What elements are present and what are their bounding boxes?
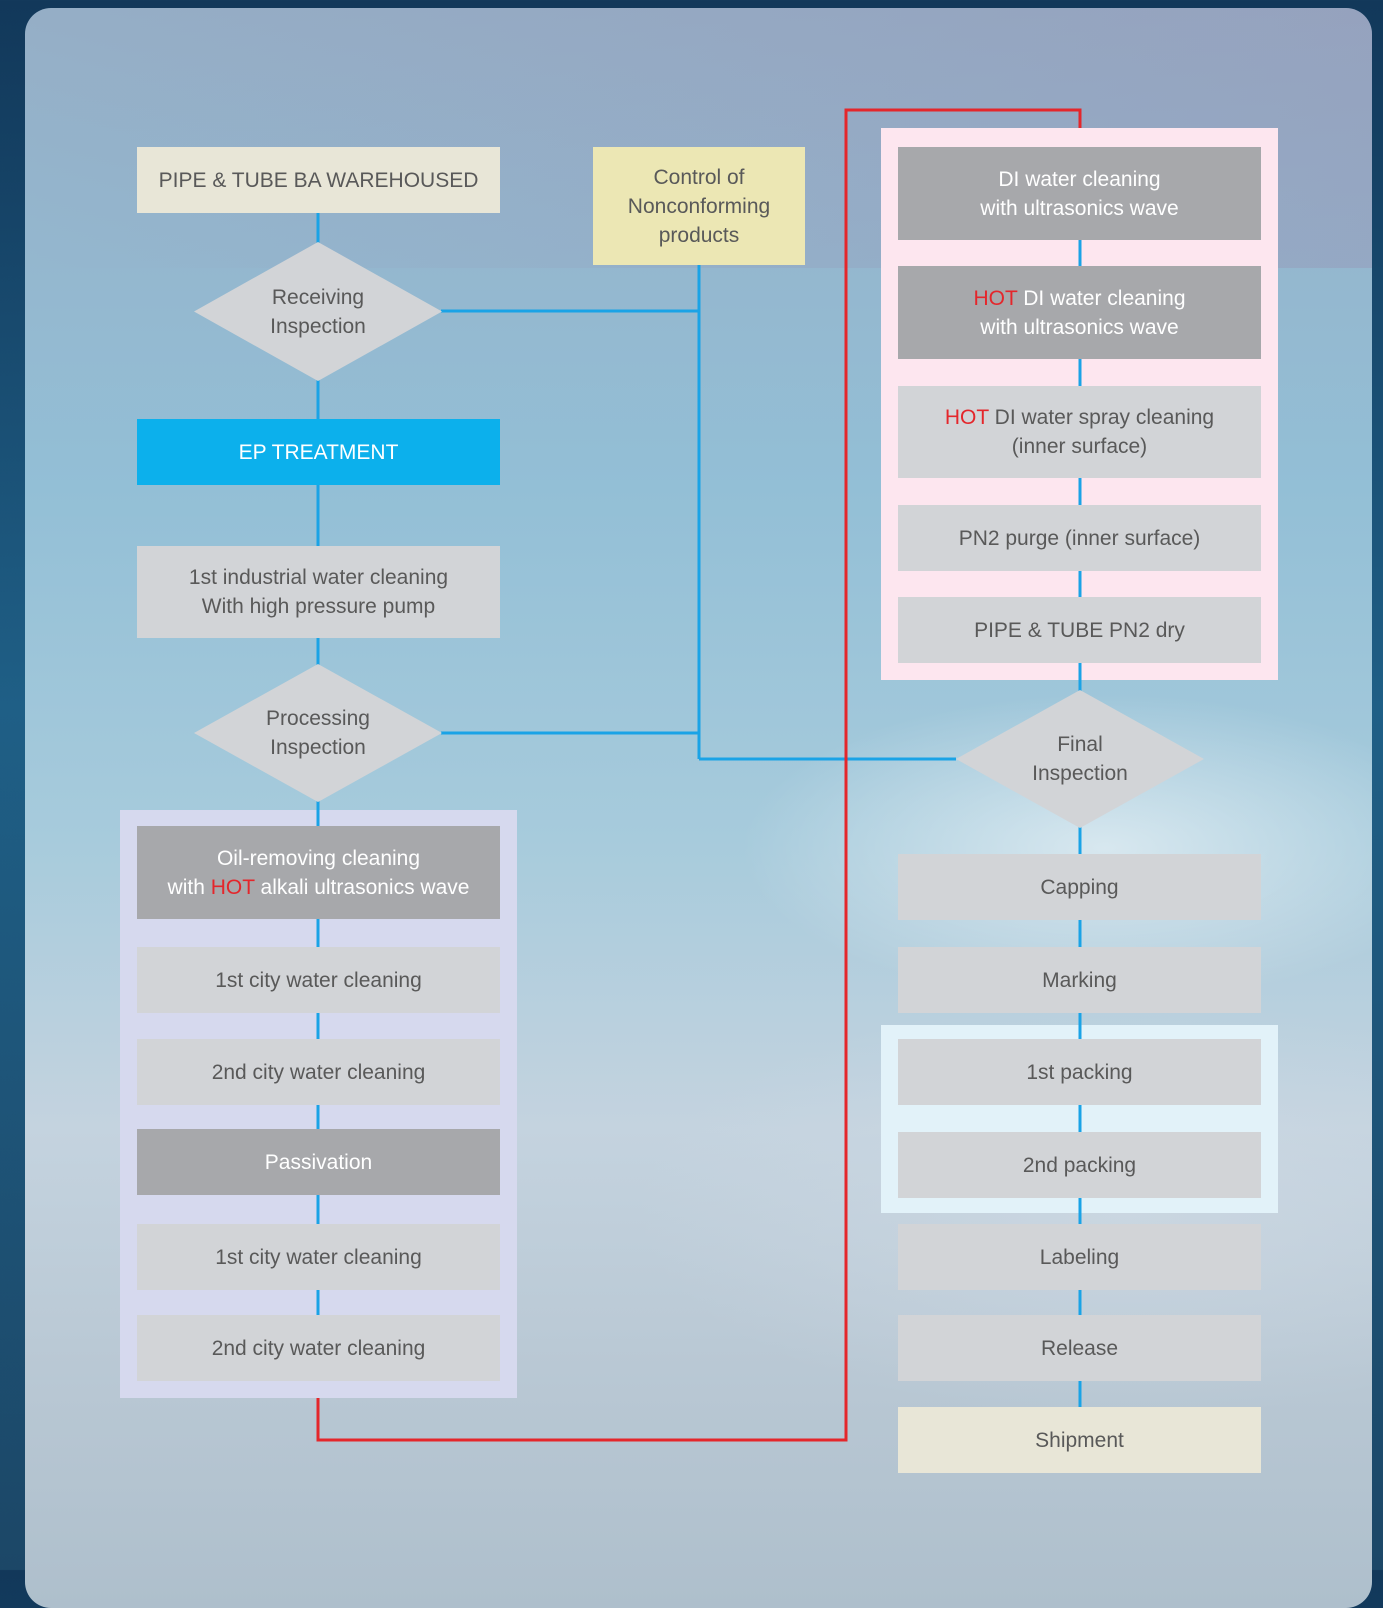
labeling: Labeling [898,1224,1261,1290]
processing-inspection-label: Processing Inspection [266,707,370,759]
ep-treatment-label: EP TREATMENT [238,440,399,464]
release: Release [898,1315,1261,1381]
hot-di-water-spray-cleaning: HOT DI water spray cleaning (inner surfa… [898,386,1261,478]
hot-di-water-cleaning: HOT DI water cleaning with ultrasonics w… [898,266,1261,359]
industrial-water-cleaning-label: 1st industrial water cleaning With high … [188,566,449,618]
diamond-shape [194,664,442,802]
control-of-nonconforming-products: Control of Nonconforming products [593,147,805,265]
marking: Marking [898,947,1261,1013]
return-path-red [316,108,1082,1442]
diamond-shape [194,242,442,381]
pipe-tube-pn2-dry: PIPE & TUBE PN2 dry [898,597,1261,663]
capping: Capping [898,854,1261,920]
shipment: Shipment [898,1407,1261,1473]
final-inspection-label: Final Inspection [1032,733,1128,785]
packing-1: 1st packing [898,1039,1261,1105]
city-water-cleaning-1: 1st city water cleaning [137,947,500,1013]
diamond-shape [956,690,1204,828]
oil-removing-cleaning: Oil-removing cleaning with HOT alkali ul… [137,826,500,919]
warehoused-label: PIPE & TUBE BA WAREHOUSED [158,168,479,192]
di-water-cleaning: DI water cleaning with ultrasonics wave [898,147,1261,240]
receiving-inspection-label: Receiving Inspection [270,285,366,338]
final-inspection-diamond: Final Inspection [956,690,1204,828]
pn2-purge: PN2 purge (inner surface) [898,505,1261,571]
ep-treatment: EP TREATMENT [137,419,500,485]
processing-inspection-diamond: Processing Inspection [194,664,442,802]
pipe-tube-ba-warehoused: PIPE & TUBE BA WAREHOUSED [137,147,500,213]
city-water-cleaning-3: 1st city water cleaning [137,1224,500,1290]
city-water-cleaning-2: 2nd city water cleaning [137,1039,500,1105]
industrial-water-cleaning: 1st industrial water cleaning With high … [137,546,500,638]
connector-lines [316,108,1082,1442]
oil-removing-label: Oil-removing cleaning with HOT alkali ul… [167,846,470,899]
receiving-inspection-diamond: Receiving Inspection [194,242,442,381]
passivation: Passivation [137,1129,500,1195]
packing-2: 2nd packing [898,1132,1261,1198]
city-water-cleaning-4: 2nd city water cleaning [137,1315,500,1381]
